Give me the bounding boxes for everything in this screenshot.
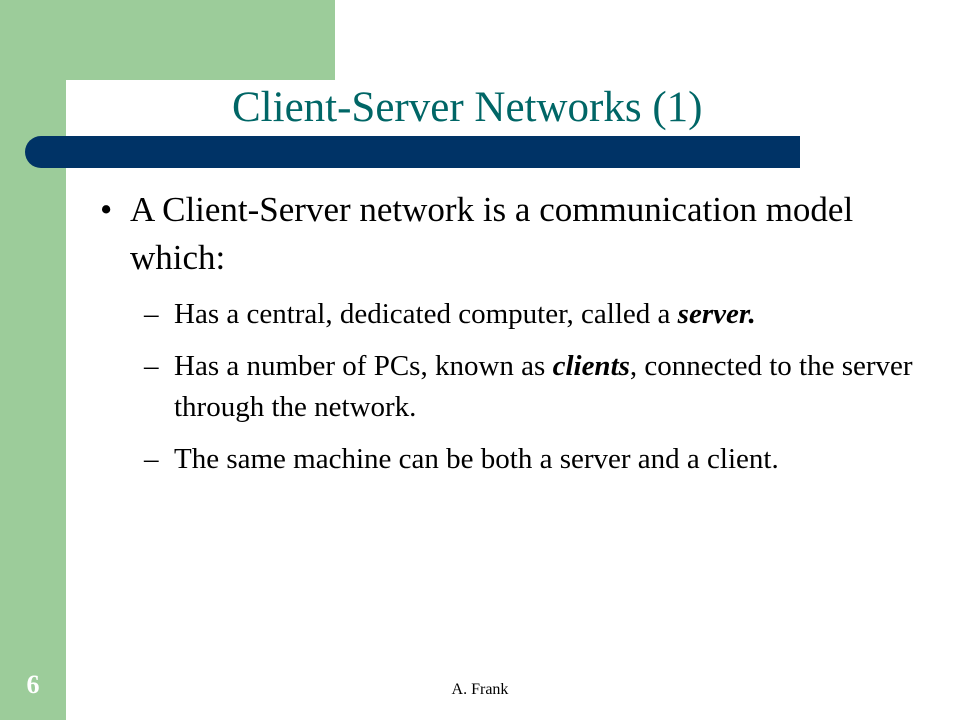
- bullet-mark: •: [100, 190, 113, 229]
- main-bullet-text: A Client-Server network is a communicati…: [130, 190, 854, 277]
- slide-content: • A Client-Server network is a communica…: [100, 186, 950, 491]
- sub-bullet-list: – Has a central, dedicated computer, cal…: [144, 294, 950, 480]
- slide-title: Client-Server Networks (1): [232, 84, 703, 131]
- dash-mark: –: [144, 443, 159, 475]
- content-sheet: [66, 80, 960, 720]
- main-bullet: • A Client-Server network is a communica…: [100, 186, 950, 282]
- sub-bullet: – Has a number of PCs, known as clients,…: [144, 346, 950, 428]
- slide-number: 6: [26, 670, 40, 699]
- sub-bullet-text-after: , connected to the server through the ne…: [174, 350, 913, 423]
- sub-bullet-text: The same machine can be both a server an…: [174, 443, 779, 475]
- title-underline-bar: [25, 136, 800, 168]
- sub-bullet: – Has a central, dedicated computer, cal…: [144, 294, 950, 335]
- dash-mark: –: [144, 350, 159, 382]
- dash-mark: –: [144, 298, 159, 330]
- decorative-green-top-block: [0, 0, 335, 80]
- decorative-green-sidebar: [0, 0, 66, 720]
- sub-bullet-emphasis: clients: [552, 350, 630, 382]
- sub-bullet-text: Has a number of PCs, known as: [174, 350, 553, 382]
- footer-author: A. Frank: [451, 681, 509, 698]
- sub-bullet: – The same machine can be both a server …: [144, 439, 950, 480]
- sub-bullet-text: Has a central, dedicated computer, calle…: [174, 298, 678, 330]
- sub-bullet-emphasis: server.: [677, 298, 756, 330]
